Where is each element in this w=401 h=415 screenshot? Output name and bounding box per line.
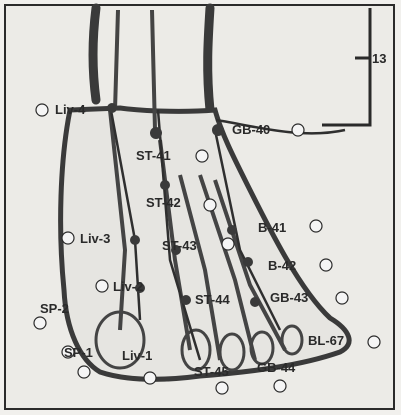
dimension-label: 13 (372, 51, 386, 66)
label-sp1: SP-1 (64, 345, 93, 360)
point-sp2: SP-2 (34, 301, 69, 329)
label-gb42: B-42 (268, 258, 296, 273)
label-st42: ST-42 (146, 195, 181, 210)
label-st41: ST-41 (136, 148, 171, 163)
label-liv1: Liv-1 (122, 348, 152, 363)
label-gb40: GB-40 (232, 122, 270, 137)
label-liv4: Liv-4 (55, 102, 86, 117)
label-sp2: SP-2 (40, 301, 69, 316)
point-liv2: Liv-2 (96, 279, 145, 294)
point-st45: ST-45 (194, 364, 229, 394)
label-liv2: Liv-2 (113, 279, 143, 294)
label-liv3: Liv-3 (80, 231, 110, 246)
label-gb43: GB-43 (270, 290, 308, 305)
point-gb44: GB-44 (257, 360, 296, 392)
label-st44: ST-44 (195, 292, 230, 307)
point-sp1: SP-1 (62, 345, 93, 360)
label-bl67: BL-67 (308, 333, 344, 348)
label-gb41: B-41 (258, 220, 286, 235)
label-gb44: GB-44 (257, 360, 296, 375)
point-bl67: BL-67 (308, 333, 380, 348)
dimension-bracket (322, 8, 370, 125)
label-st43: ST-43 (162, 238, 197, 253)
label-st45: ST-45 (194, 364, 229, 379)
